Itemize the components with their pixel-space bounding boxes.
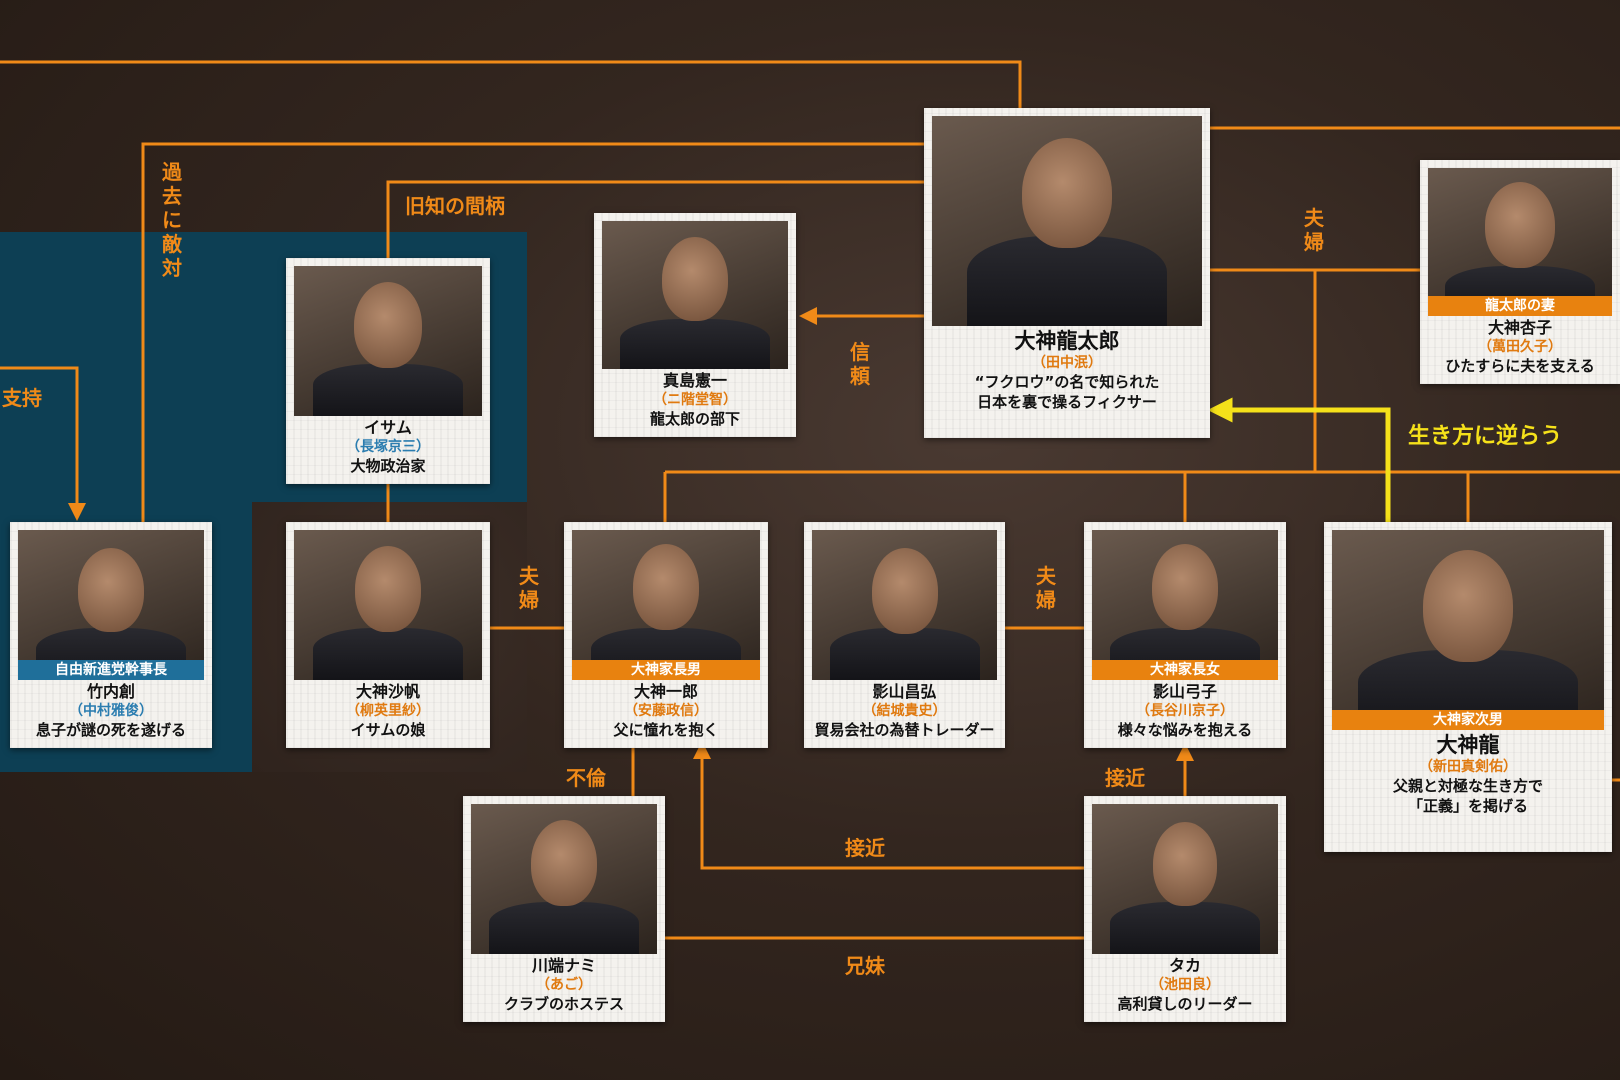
label-kako-tekitai: 過去に敵対 bbox=[162, 160, 182, 280]
name: 大神龍太郎 bbox=[1014, 329, 1120, 353]
label-shinrai: 信頼 bbox=[850, 340, 870, 388]
card-kyoko[interactable]: 龍太郎の妻 大神杏子 （萬田久子） ひたすらに夫を支える bbox=[1420, 160, 1620, 384]
photo-ryu: 大神家次男 bbox=[1332, 530, 1604, 730]
actor: （あご） bbox=[536, 977, 592, 993]
badge: 大神家長男 bbox=[572, 660, 760, 680]
actor: （中村雅俊） bbox=[69, 703, 153, 719]
badge: 大神家次男 bbox=[1332, 710, 1604, 730]
desc-line2: 「正義」を掲げる bbox=[1407, 797, 1528, 815]
photo-taka bbox=[1092, 804, 1278, 954]
label-kyodai: 兄妹 bbox=[845, 954, 885, 978]
actor: （池田良） bbox=[1150, 977, 1220, 993]
line-kako-tekitai bbox=[141, 142, 924, 522]
name: 影山昌弘 bbox=[872, 682, 937, 701]
desc-line1: 父親と対極な生き方で bbox=[1392, 777, 1543, 795]
photo-majima bbox=[602, 221, 788, 369]
label-furin: 不倫 bbox=[566, 766, 606, 790]
photo-isamu bbox=[294, 266, 482, 416]
card-majima[interactable]: 真島憲一 （ニ階堂智） 龍太郎の部下 bbox=[594, 213, 796, 437]
name: 大神沙帆 bbox=[355, 682, 420, 701]
name: 川端ナミ bbox=[531, 956, 596, 975]
actor: （萬田久子） bbox=[1478, 339, 1562, 355]
actor: （長塚京三） bbox=[346, 439, 430, 455]
photo-ichiro: 大神家長男 bbox=[572, 530, 760, 680]
name: 真島憲一 bbox=[662, 371, 727, 390]
desc: 龍太郎の部下 bbox=[649, 410, 740, 428]
card-ryu[interactable]: 大神家次男 大神龍 （新田真剣佑） 父親と対極な生き方で 「正義」を掲げる bbox=[1324, 522, 1612, 852]
desc-line2: 日本を裏で操るフィクサー bbox=[977, 393, 1157, 411]
badge: 龍太郎の妻 bbox=[1428, 296, 1612, 316]
badge: 大神家長女 bbox=[1092, 660, 1278, 680]
line-ikikata bbox=[1207, 397, 1391, 522]
label-kyuchi: 旧知の間柄 bbox=[405, 194, 505, 218]
actor: （ニ階堂智） bbox=[653, 392, 737, 408]
label-ikikata: 生き方に逆らう bbox=[1408, 424, 1563, 449]
desc: 大物政治家 bbox=[350, 457, 426, 475]
name: 大神杏子 bbox=[1487, 318, 1552, 337]
label-fuufu-ichiro: 夫婦 bbox=[519, 564, 539, 612]
line-kyuchi bbox=[386, 180, 924, 260]
actor: （新田真剣佑） bbox=[1419, 759, 1517, 775]
card-masahiro[interactable]: 影山昌弘 （結城貴史） 貿易会社の為替トレーダー bbox=[804, 522, 1005, 748]
label-sekkin-ichiro: 接近 bbox=[845, 836, 885, 860]
photo-ryutaro bbox=[932, 116, 1202, 326]
card-yumiko[interactable]: 大神家長女 影山弓子 （長谷川京子） 様々な悩みを抱える bbox=[1084, 522, 1286, 748]
name: 大神一郎 bbox=[633, 682, 698, 701]
photo-nami bbox=[471, 804, 657, 954]
actor: （安藤政信） bbox=[624, 703, 708, 719]
name: タカ bbox=[1168, 956, 1201, 975]
card-ichiro[interactable]: 大神家長男 大神一郎 （安藤政信） 父に憧れを抱く bbox=[564, 522, 768, 748]
desc: クラブのホステス bbox=[503, 995, 624, 1013]
line-sekkin-ichiro bbox=[693, 741, 1084, 870]
name: 影山弓子 bbox=[1152, 682, 1217, 701]
card-ryutaro[interactable]: 大神龍太郎 （田中泯） “フクロウ”の名で知られた 日本を裏で操るフィクサー bbox=[924, 108, 1210, 438]
photo-takeuchi: 自由新進党幹事長 bbox=[18, 530, 204, 680]
desc-line1: “フクロウ”の名で知られた bbox=[974, 373, 1160, 391]
card-taka[interactable]: タカ （池田良） 高利貸しのリーダー bbox=[1084, 796, 1286, 1022]
desc: 高利貸しのリーダー bbox=[1117, 995, 1253, 1013]
badge: 自由新進党幹事長 bbox=[18, 660, 204, 680]
photo-yumiko: 大神家長女 bbox=[1092, 530, 1278, 680]
actor: （長谷川京子） bbox=[1136, 703, 1234, 719]
desc: 貿易会社の為替トレーダー bbox=[814, 721, 995, 739]
name: 大神龍 bbox=[1436, 733, 1500, 757]
actor: （田中泯） bbox=[1032, 355, 1102, 371]
card-isamu[interactable]: イサム （長塚京三） 大物政治家 bbox=[286, 258, 490, 484]
actor: （柳英里紗） bbox=[346, 703, 430, 719]
desc: 息子が謎の死を遂げる bbox=[35, 721, 186, 739]
desc: 父に憧れを抱く bbox=[613, 721, 719, 739]
desc: 様々な悩みを抱える bbox=[1117, 721, 1253, 739]
actor: （結城貴史） bbox=[862, 703, 947, 719]
card-takeuchi[interactable]: 自由新進党幹事長 竹内創 （中村雅俊） 息子が謎の死を遂げる bbox=[10, 522, 212, 748]
desc: ひたすらに夫を支える bbox=[1445, 357, 1595, 375]
photo-saho bbox=[294, 530, 482, 680]
card-nami[interactable]: 川端ナミ （あご） クラブのホステス bbox=[463, 796, 665, 1022]
label-fuufu-yumiko: 夫婦 bbox=[1036, 564, 1056, 612]
label-fuufu-parents: 夫婦 bbox=[1304, 206, 1324, 254]
name: 竹内創 bbox=[86, 682, 135, 701]
photo-masahiro bbox=[812, 530, 997, 680]
label-shiji: 支持 bbox=[2, 386, 42, 410]
card-saho[interactable]: 大神沙帆 （柳英里紗） イサムの娘 bbox=[286, 522, 490, 748]
photo-kyoko: 龍太郎の妻 bbox=[1428, 168, 1612, 316]
line-top-left bbox=[0, 60, 1022, 108]
line-shiji bbox=[0, 366, 86, 521]
name: イサム bbox=[364, 418, 412, 437]
desc: イサムの娘 bbox=[350, 721, 426, 739]
label-sekkin-yumiko: 接近 bbox=[1105, 766, 1145, 790]
